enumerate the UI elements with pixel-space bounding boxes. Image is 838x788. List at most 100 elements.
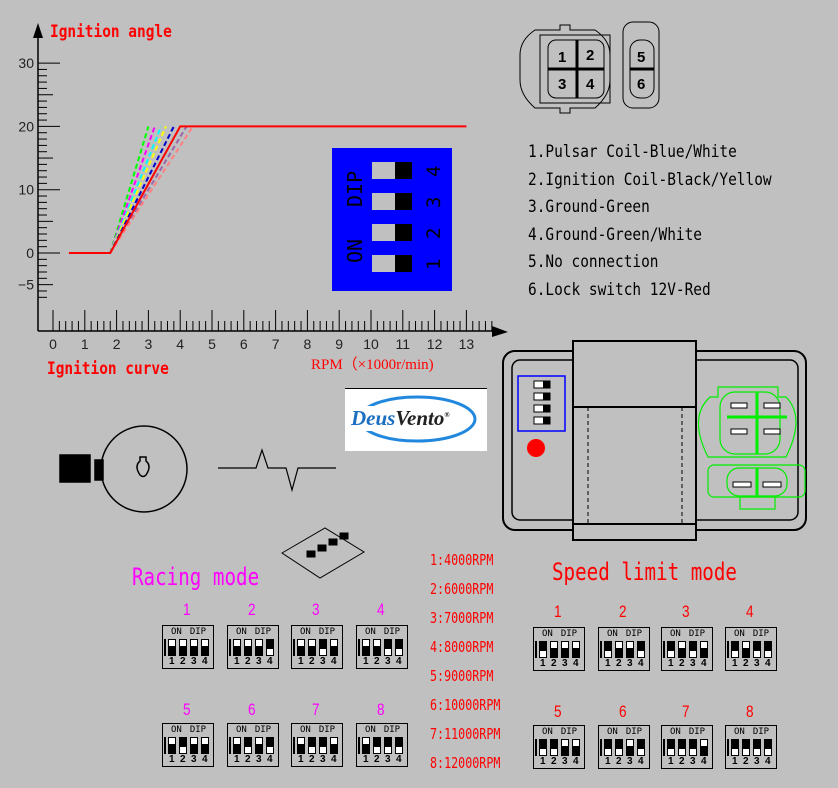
pin-label: 2 — [586, 47, 594, 64]
dip-switch-2-on — [373, 737, 381, 754]
switch-knob — [690, 740, 696, 749]
dip-on-label: ON — [607, 727, 618, 737]
switch-number: 2 — [616, 756, 622, 767]
wiring-item: 1.Pulsar Coil-Blue/White — [528, 142, 737, 162]
dip-on-label: ON — [734, 727, 745, 737]
dip-switch-3-off — [190, 737, 198, 754]
rpm-limit-item: 5:9000RPM — [430, 667, 494, 685]
dip-switch-4-on — [764, 739, 772, 756]
dip-number: 3 — [423, 197, 445, 208]
switch-number: 1 — [363, 754, 369, 765]
switch-number: 1 — [540, 658, 546, 669]
switch-number: 4 — [638, 756, 644, 767]
switch-number: 1 — [298, 754, 304, 765]
switch-knob — [385, 738, 391, 747]
setting-number: 6 — [618, 702, 627, 721]
switch-knob — [754, 740, 760, 749]
logo-text-vento: Vento — [395, 406, 445, 430]
switch-number: 4 — [701, 756, 707, 767]
switch-number: 1 — [668, 658, 674, 669]
x-tick-label: 5 — [208, 336, 216, 352]
dip-dip-label: DIP — [383, 627, 401, 637]
pin-label: 3 — [558, 76, 566, 93]
dip-switch-4-off — [572, 641, 580, 658]
rpm-limit-item: 6:10000RPM — [430, 696, 501, 714]
dip-edge — [535, 739, 537, 756]
dip-switch-2-on — [742, 739, 750, 756]
switch-number: 2 — [180, 656, 186, 667]
dip-switch-3-on — [319, 639, 327, 656]
switch-number: 4 — [202, 656, 208, 667]
dip-header: ON DIP — [542, 727, 577, 737]
switch-knob — [743, 740, 749, 749]
dip-switch-2-off — [742, 641, 750, 658]
switch-number: 1 — [169, 754, 175, 765]
switch-number: 2 — [245, 754, 251, 765]
setting-number: 2 — [247, 600, 256, 619]
dip-switch-2-off — [308, 639, 316, 656]
dip-switch-4-on — [637, 739, 645, 756]
switch-knob — [562, 746, 568, 755]
dip-switch-3-off — [626, 739, 634, 756]
x-axis-label: RPM（×1000r/min) — [311, 357, 434, 373]
wiring-item: 4.Ground-Green/White — [528, 224, 702, 245]
setting-number: 5 — [553, 702, 562, 721]
switch-number: 3 — [690, 658, 696, 669]
switch-knob — [754, 642, 760, 651]
setting-number: 4 — [745, 602, 754, 621]
dip-edge — [293, 737, 295, 754]
switch-knob — [540, 642, 546, 651]
rpm-limit-item: 7:11000RPM — [430, 725, 501, 743]
wiring-item: 3.Ground-Green — [528, 197, 650, 217]
switch-number: 3 — [256, 656, 262, 667]
switch-knob — [309, 646, 315, 655]
setting-number: 2 — [618, 602, 627, 621]
dip-switch-1-on — [667, 641, 675, 658]
pin-label: 5 — [637, 49, 645, 66]
dip-switch-1-on — [731, 739, 739, 756]
dip-dip-label: DIP — [560, 727, 578, 737]
dip-edge — [229, 737, 231, 754]
dip-dip-label: DIP — [189, 725, 207, 735]
switch-number: 4 — [765, 658, 771, 669]
switch-number: 2 — [743, 658, 749, 669]
dip-switch-2-on — [244, 737, 252, 754]
switch-knob — [202, 744, 208, 753]
switch-knob — [562, 648, 568, 657]
setting-number: 3 — [311, 600, 320, 619]
switch-knob — [169, 744, 175, 753]
switch-number: 3 — [754, 756, 760, 767]
x-tick-label: 11 — [396, 336, 411, 352]
curve-red — [68, 125, 467, 254]
switch-number: 2 — [374, 656, 380, 667]
switch-number: 2 — [679, 658, 685, 669]
dip-on-label: ON — [542, 727, 553, 737]
switch-number: 3 — [256, 754, 262, 765]
switch-number: 1 — [540, 756, 546, 767]
switch-knob — [605, 740, 611, 749]
dip-switch-3-on — [753, 641, 761, 658]
dip-on-label: ON — [300, 725, 311, 735]
switch-knob — [180, 646, 186, 655]
switch-knob — [256, 646, 262, 655]
switch-knob — [374, 646, 380, 655]
switch-number: 2 — [679, 756, 685, 767]
dip-switch-2-on — [308, 737, 316, 754]
dip-on-label: ON — [236, 627, 247, 637]
y-axis-arrow-icon — [33, 23, 43, 38]
switch-knob — [732, 642, 738, 651]
dip-dip-label: DIP — [752, 629, 770, 639]
setting-number: 7 — [681, 702, 690, 721]
dip-edge — [535, 641, 537, 658]
switch-number: 1 — [298, 656, 304, 667]
wiring-item: 6.Lock switch 12V-Red — [528, 279, 711, 300]
